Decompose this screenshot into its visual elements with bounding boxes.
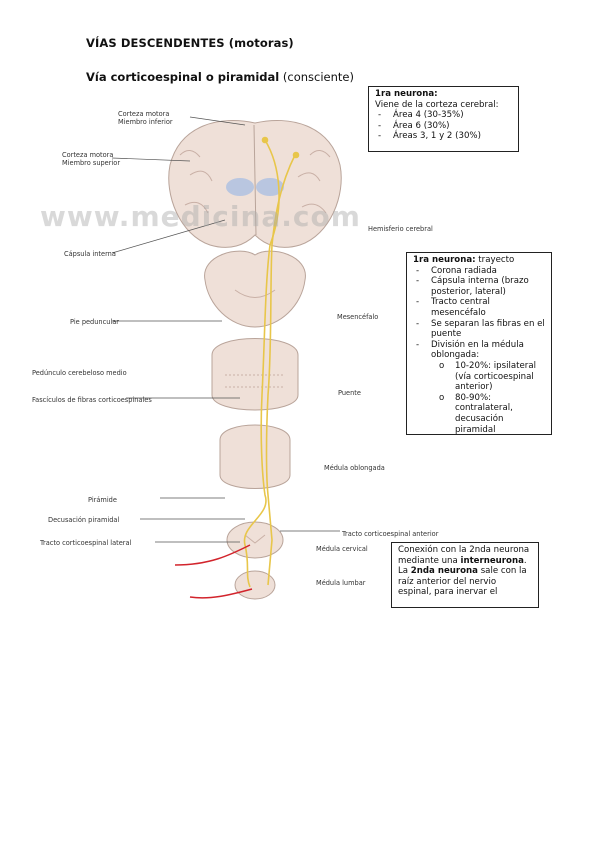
label-pie-peduncular: Pie peduncular — [70, 318, 119, 326]
box2-list: Corona radiada Cápsula interna (brazo po… — [413, 266, 545, 434]
box1-intro: Viene de la corteza cerebral: — [375, 99, 499, 110]
first-neuron-route-box: 1ra neurona: trayecto Corona radiada Cáp… — [406, 252, 552, 435]
label-medula-oblongada: Médula oblongada — [324, 464, 385, 472]
box3-line1: Conexión con la 2nda neurona mediante un… — [398, 545, 530, 566]
list-item: Corona radiada — [413, 266, 545, 277]
section-heading-bold: Vía corticoespinal o piramidal — [86, 70, 280, 84]
box3-line2: La 2nda neurona sale con la raíz anterio… — [398, 566, 527, 598]
motor-nerves — [174, 544, 253, 599]
label-mesencefalo: Mesencéfalo — [337, 313, 379, 321]
sub-list-item: 10-20%: ipsilateral (vía corticoespinal … — [413, 361, 545, 393]
label-medula-cervical: Médula cervical — [316, 545, 368, 553]
label-capsula-interna: Cápsula interna — [64, 250, 116, 258]
corticospinal-figure — [111, 116, 342, 600]
first-neuron-origin-box: 1ra neurona: Viene de la corteza cerebra… — [368, 86, 519, 152]
list-item: Área 4 (30-35%) — [375, 110, 512, 121]
list-item: Cápsula interna (brazo posterior, latera… — [413, 276, 545, 297]
label-corteza-inferior: Corteza motora Miembro inferior — [118, 110, 173, 126]
document-title: VÍAS DESCENDENTES (motoras) — [86, 36, 294, 50]
label-piramide: Pirámide — [88, 496, 117, 504]
label-leaders — [111, 116, 340, 543]
list-item: Tracto central mesencéfalo — [413, 297, 545, 318]
box1-title: 1ra neurona: — [375, 89, 438, 99]
lumbar-cord — [234, 570, 276, 600]
box2-title: 1ra neurona: trayecto — [413, 255, 515, 265]
sub-list-item: 80-90%: contralateral, decusación pirami… — [413, 393, 545, 434]
list-item: División en la médula oblongada: — [413, 340, 545, 361]
section-heading-normal: (consciente) — [279, 70, 354, 84]
label-decusacion: Decusación piramidal — [48, 516, 120, 524]
midbrain — [204, 250, 306, 328]
list-item: Se separan las fibras en el puente — [413, 319, 545, 340]
pons — [211, 338, 299, 411]
label-fasciculos: Fascículos de fibras corticoespinales — [32, 396, 152, 404]
label-tracto-anterior: Tracto corticoespinal anterior — [342, 530, 439, 538]
label-puente: Puente — [338, 389, 361, 397]
label-medula-lumbar: Médula lumbar — [316, 579, 366, 587]
corticospinal-tracts — [243, 136, 300, 588]
box1-list: Área 4 (30-35%) Área 6 (30%) Áreas 3, 1 … — [375, 110, 512, 142]
list-item: Áreas 3, 1 y 2 (30%) — [375, 131, 512, 142]
section-heading: Vía corticoespinal o piramidal (conscien… — [86, 70, 354, 84]
label-hemisferio: Hemisferio cerebral — [368, 225, 433, 233]
medulla — [219, 424, 291, 489]
label-pedunculo: Pedúnculo cerebeloso medio — [32, 369, 127, 377]
brain-section — [168, 119, 342, 248]
watermark: www.medicina.com — [40, 200, 361, 233]
second-neuron-box: Conexión con la 2nda neurona mediante un… — [391, 542, 539, 608]
label-tracto-lateral: Tracto corticoespinal lateral — [40, 539, 132, 547]
list-item: Área 6 (30%) — [375, 121, 512, 132]
label-corteza-superior: Corteza motora Miembro superior — [62, 151, 121, 167]
